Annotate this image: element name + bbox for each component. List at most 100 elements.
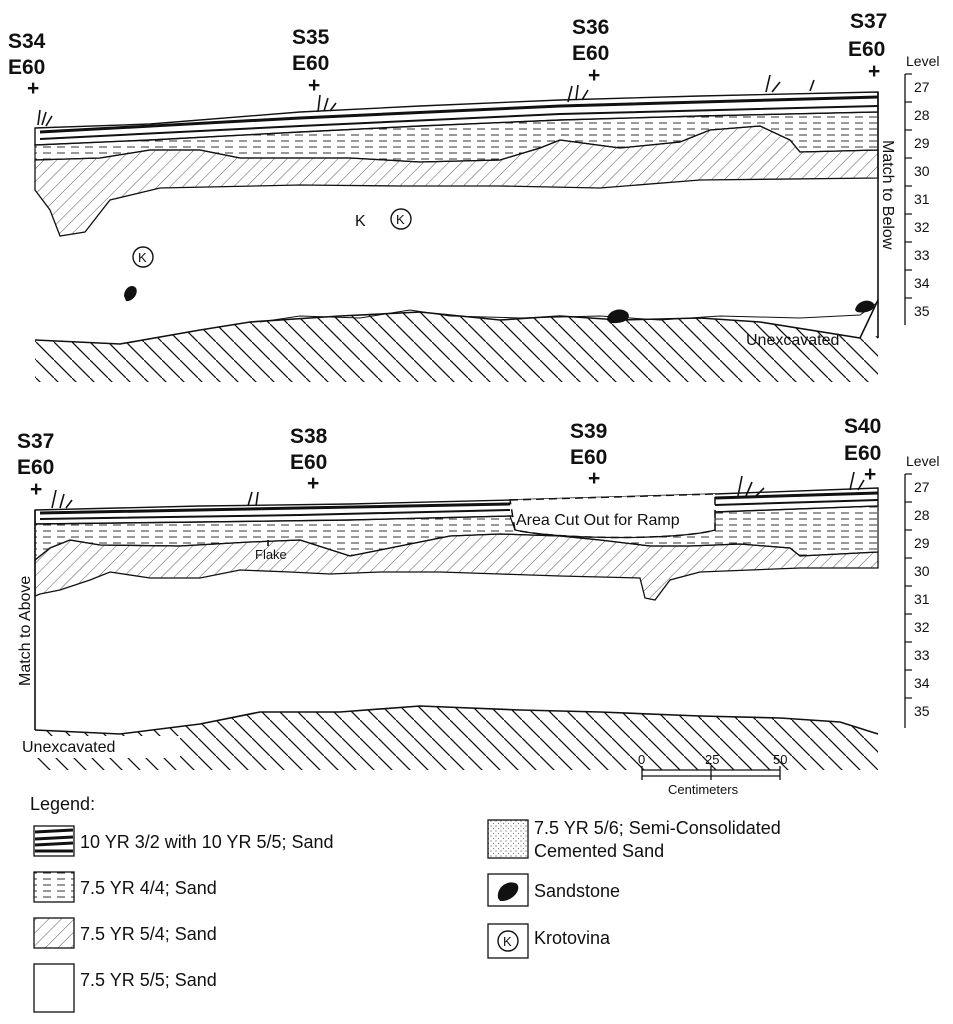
level-top-label: 33	[914, 247, 930, 263]
unexcavated-hatch-bottom	[35, 706, 878, 770]
svg-text:S34: S34	[8, 30, 46, 53]
svg-text:E60: E60	[290, 451, 327, 474]
svg-text:10 YR 3/2 with 10 YR 5/5; Sand: 10 YR 3/2 with 10 YR 5/5; Sand	[80, 832, 334, 852]
legend-item-diagonal: 7.5 YR 5/4; Sand	[33, 917, 217, 949]
svg-text:E60: E60	[572, 42, 609, 65]
legend-item-sandstone: Sandstone	[487, 873, 620, 907]
level-top-label: 31	[914, 191, 930, 207]
level-bottom-label: 31	[914, 591, 930, 607]
svg-text:+: +	[30, 478, 42, 501]
unexcavated-label: Unexcavated	[746, 332, 839, 349]
svg-text:Krotovina: Krotovina	[534, 928, 611, 948]
svg-text:+: +	[588, 467, 600, 490]
krotovina-icon: K	[132, 246, 154, 268]
flake-label: Flake	[255, 547, 287, 562]
legend-item-krotovina: K Krotovina	[487, 923, 611, 959]
svg-text:K: K	[396, 212, 405, 227]
sandstone-icon	[855, 300, 875, 313]
level-top-label: 30	[914, 163, 930, 179]
level-top-label: 27	[914, 79, 930, 95]
level-bottom-label: 33	[914, 647, 930, 663]
svg-text:S40: S40	[844, 415, 881, 438]
svg-text:Sandstone: Sandstone	[534, 881, 620, 901]
svg-text:+: +	[308, 74, 320, 97]
layer-diagonal	[34, 533, 879, 601]
grid-point-s35: S35 E60 +	[292, 26, 330, 97]
level-column-bottom: Level 27 28 29 30 31 32 33 34 35	[904, 453, 939, 728]
svg-text:+: +	[864, 463, 876, 486]
svg-text:7.5 YR 4/4; Sand: 7.5 YR 4/4; Sand	[80, 878, 217, 898]
match-to-above-label: Match to Above	[17, 576, 34, 686]
svg-text:K: K	[355, 213, 366, 230]
level-top-label: 28	[914, 107, 930, 123]
legend-item-stipple: 7.5 YR 5/6; Semi-Consolidated Cemented S…	[487, 818, 781, 861]
level-bottom-label: 27	[914, 479, 930, 495]
svg-text:S37: S37	[850, 10, 887, 33]
svg-text:Level: Level	[906, 53, 939, 69]
svg-text:+: +	[307, 472, 319, 495]
legend: Legend: 10 YR 3/2 with 10 YR 5/5; Sand 7…	[30, 794, 781, 1013]
svg-text:S39: S39	[570, 420, 607, 443]
svg-text:Level: Level	[906, 453, 939, 469]
svg-text:S35: S35	[292, 26, 330, 49]
level-top-label: 29	[914, 135, 930, 151]
svg-text:E60: E60	[570, 446, 607, 469]
level-bottom-label: 29	[914, 535, 930, 551]
level-top-label: 32	[914, 219, 930, 235]
krotovina-icon	[497, 930, 519, 952]
level-column-top: Level 27 28 29 30 31 32 33 34 35	[904, 53, 939, 325]
legend-item-dashed: 7.5 YR 4/4; Sand	[33, 871, 217, 903]
svg-text:K: K	[138, 250, 147, 265]
svg-text:K: K	[503, 934, 512, 949]
svg-text:E60: E60	[848, 38, 885, 61]
svg-text:+: +	[868, 60, 880, 83]
level-bottom-label: 34	[914, 675, 930, 691]
krotovina-icon: K	[355, 213, 366, 230]
svg-text:7.5 YR 5/5; Sand: 7.5 YR 5/5; Sand	[80, 970, 217, 990]
svg-text:50: 50	[773, 752, 787, 767]
svg-text:E60: E60	[17, 456, 54, 479]
match-to-below-label: Match to Below	[879, 140, 896, 250]
svg-text:7.5 YR 5/4; Sand: 7.5 YR 5/4; Sand	[80, 924, 217, 944]
level-bottom-label: 35	[914, 703, 930, 719]
grid-point-s34: S34 E60 +	[8, 30, 46, 100]
ramp-label: Area Cut Out for Ramp	[516, 512, 680, 529]
sandstone-icon	[124, 285, 137, 302]
svg-text:7.5 YR 5/6; Semi-Consolidated: 7.5 YR 5/6; Semi-Consolidated	[534, 818, 781, 838]
svg-text:S37: S37	[17, 430, 54, 453]
sandstone-icon	[497, 882, 519, 902]
level-bottom-label: 28	[914, 507, 930, 523]
legend-item-blank: 7.5 YR 5/5; Sand	[33, 963, 217, 1013]
unexcavated-label: Unexcavated	[22, 739, 115, 756]
grid-point-s39: S39 E60 +	[570, 420, 607, 490]
svg-text:Cemented Sand: Cemented Sand	[534, 841, 664, 861]
svg-text:E60: E60	[844, 442, 881, 465]
svg-text:0: 0	[638, 752, 645, 767]
svg-text:+: +	[27, 77, 39, 100]
grid-point-s36: S36 E60 +	[572, 16, 609, 87]
layer-diagonal	[34, 125, 879, 237]
profile-bottom: S37 E60 + S38 E60 + S39 E60 + S40 E60 + …	[17, 415, 939, 770]
unexcavated-hatch-top	[35, 312, 878, 382]
svg-text:Centimeters: Centimeters	[668, 782, 739, 797]
profile-top: S34 E60 + S35 E60 + S36 E60 + S37 E60 +	[8, 10, 939, 382]
scale-bar: 0 25 50 Centimeters	[638, 752, 787, 797]
sandstone-icon	[607, 309, 629, 324]
svg-text:25: 25	[705, 752, 719, 767]
grid-point-s37: S37 E60 +	[17, 430, 54, 501]
level-bottom-label: 30	[914, 563, 930, 579]
level-top-label: 34	[914, 275, 930, 291]
legend-item-dark-banded: 10 YR 3/2 with 10 YR 5/5; Sand	[33, 825, 334, 857]
legend-title: Legend:	[30, 794, 95, 814]
grid-point-s40: S40 E60 +	[844, 415, 881, 486]
grid-point-s38: S38 E60 +	[290, 425, 328, 495]
level-bottom-label: 32	[914, 619, 930, 635]
krotovina-icon: K	[390, 208, 412, 230]
grid-point-s37: S37 E60 +	[848, 10, 887, 83]
svg-text:S36: S36	[572, 16, 609, 39]
svg-text:+: +	[588, 64, 600, 87]
svg-text:E60: E60	[8, 56, 45, 79]
level-top-label: 35	[914, 303, 930, 319]
svg-text:E60: E60	[292, 52, 329, 75]
